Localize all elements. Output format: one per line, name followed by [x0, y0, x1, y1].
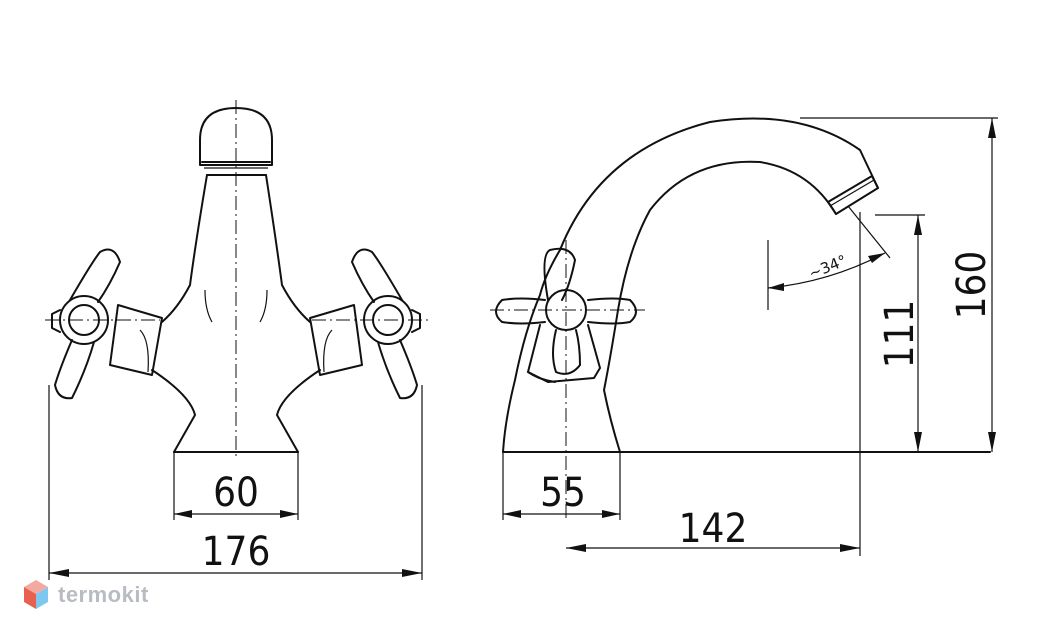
dim-spout-angle: ~34°	[806, 251, 849, 282]
dim-front-overall-width: 176	[202, 529, 271, 575]
dim-side-spout-reach: 142	[679, 506, 748, 552]
brand-name: termokit	[58, 582, 149, 607]
side-spout	[559, 117, 879, 311]
dim-side-spout-height: 111	[877, 300, 923, 369]
dim-side-base-width: 55	[540, 470, 586, 516]
front-view: 60 176	[45, 100, 428, 580]
dim-side-overall-height: 160	[949, 251, 995, 320]
brand-logo: termokit	[22, 578, 149, 612]
front-left-handle	[51, 248, 163, 400]
side-view: ~34° 55 142 111 160	[490, 117, 998, 556]
side-body	[502, 249, 621, 453]
dim-front-base-width: 60	[213, 470, 259, 516]
cube-logo-icon	[24, 580, 48, 609]
front-body	[161, 174, 311, 323]
front-right-handle	[309, 248, 421, 400]
